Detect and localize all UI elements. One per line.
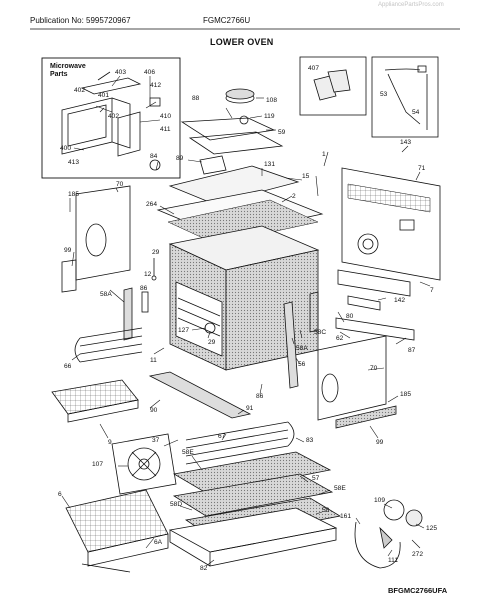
callout-29: 29	[152, 249, 160, 256]
callout-15: 15	[302, 173, 310, 180]
callout-407: 407	[308, 65, 319, 72]
callout-109: 109	[374, 497, 385, 504]
callout-84: 84	[150, 153, 158, 160]
callout-411: 411	[160, 126, 171, 133]
callout-410: 410	[160, 113, 171, 120]
callout-59: 59	[278, 129, 286, 136]
callout-403: 403	[115, 69, 126, 76]
callout-7: 7	[430, 287, 434, 294]
callout-99b: 99	[376, 439, 384, 446]
callout-58C: 58C	[314, 329, 326, 336]
callout-29b: 29	[208, 339, 216, 346]
callout-62: 62	[336, 335, 344, 342]
callout-406: 406	[144, 69, 155, 76]
callout-86: 86	[140, 285, 148, 292]
callout-56: 56	[298, 361, 306, 368]
diagram-title: LOWER OVEN	[210, 37, 274, 47]
callout-119: 119	[264, 113, 275, 120]
callout-90: 90	[150, 407, 158, 414]
callout-67: 67	[218, 433, 226, 440]
callout-53: 53	[380, 91, 388, 98]
callout-264: 264	[146, 201, 157, 208]
inset-53-54	[371, 56, 439, 138]
callout-131: 131	[264, 161, 275, 168]
callout-401: 401	[98, 92, 109, 99]
callout-71: 71	[418, 165, 426, 172]
callout-91: 91	[246, 405, 254, 412]
callout-37: 37	[152, 437, 160, 444]
callout-99: 99	[64, 247, 72, 254]
callout-108: 108	[266, 97, 277, 104]
callout-86b: 86	[256, 393, 264, 400]
callout-labels: 403 406 412 402 401 402 410 411 400 413 84 407 53 54 8…	[58, 65, 437, 572]
callout-80: 80	[346, 313, 354, 320]
callout-161: 161	[340, 513, 351, 520]
callout-58: 58	[322, 507, 330, 514]
callout-54: 54	[412, 109, 420, 116]
callout-272: 272	[412, 551, 423, 558]
diagram-code: BFGMC2766UFA	[388, 586, 448, 595]
inset-407	[299, 56, 367, 116]
callout-58A: 58A	[100, 291, 112, 298]
callout-87: 87	[408, 347, 416, 354]
callout-142: 142	[394, 297, 405, 304]
callout-57: 57	[312, 475, 320, 482]
callout-125: 125	[426, 525, 437, 532]
callout-111: 111	[388, 557, 398, 564]
callout-58Ab: 58A	[296, 345, 308, 352]
callout-89: 89	[176, 155, 184, 162]
model-number: FGMC2766U	[203, 16, 251, 25]
callout-6A: 6A	[154, 539, 163, 546]
callout-413: 413	[68, 159, 79, 166]
callout-402b: 402	[108, 113, 119, 120]
callout-9: 9	[108, 439, 112, 446]
callout-70b: 70	[370, 365, 378, 372]
callout-127: 127	[178, 327, 189, 334]
callout-11: 11	[150, 357, 157, 364]
publication-number: Publication No: 5995720967	[30, 16, 131, 25]
callout-2: 2	[292, 193, 296, 200]
callout-70: 70	[116, 181, 124, 188]
callout-82: 82	[200, 565, 208, 572]
callout-88: 88	[192, 95, 200, 102]
microwave-parts-inset	[41, 57, 181, 179]
callout-143: 143	[400, 139, 411, 146]
callout-1: 1	[322, 151, 326, 158]
callout-58E: 58E	[182, 449, 194, 456]
callout-6: 6	[58, 491, 62, 498]
callout-185: 185	[68, 191, 79, 198]
callout-400: 400	[60, 145, 71, 152]
callout-402: 402	[74, 87, 85, 94]
watermark: AppliancePartsPros.com	[378, 2, 444, 8]
callout-58Eb: 58E	[334, 485, 346, 492]
callout-107: 107	[92, 461, 103, 468]
callout-66: 66	[64, 363, 72, 370]
callout-12: 12	[144, 271, 152, 278]
callout-58D: 58D	[170, 501, 182, 508]
callout-83: 83	[306, 437, 314, 444]
callout-412: 412	[150, 82, 161, 89]
callout-185b: 185	[400, 391, 411, 398]
